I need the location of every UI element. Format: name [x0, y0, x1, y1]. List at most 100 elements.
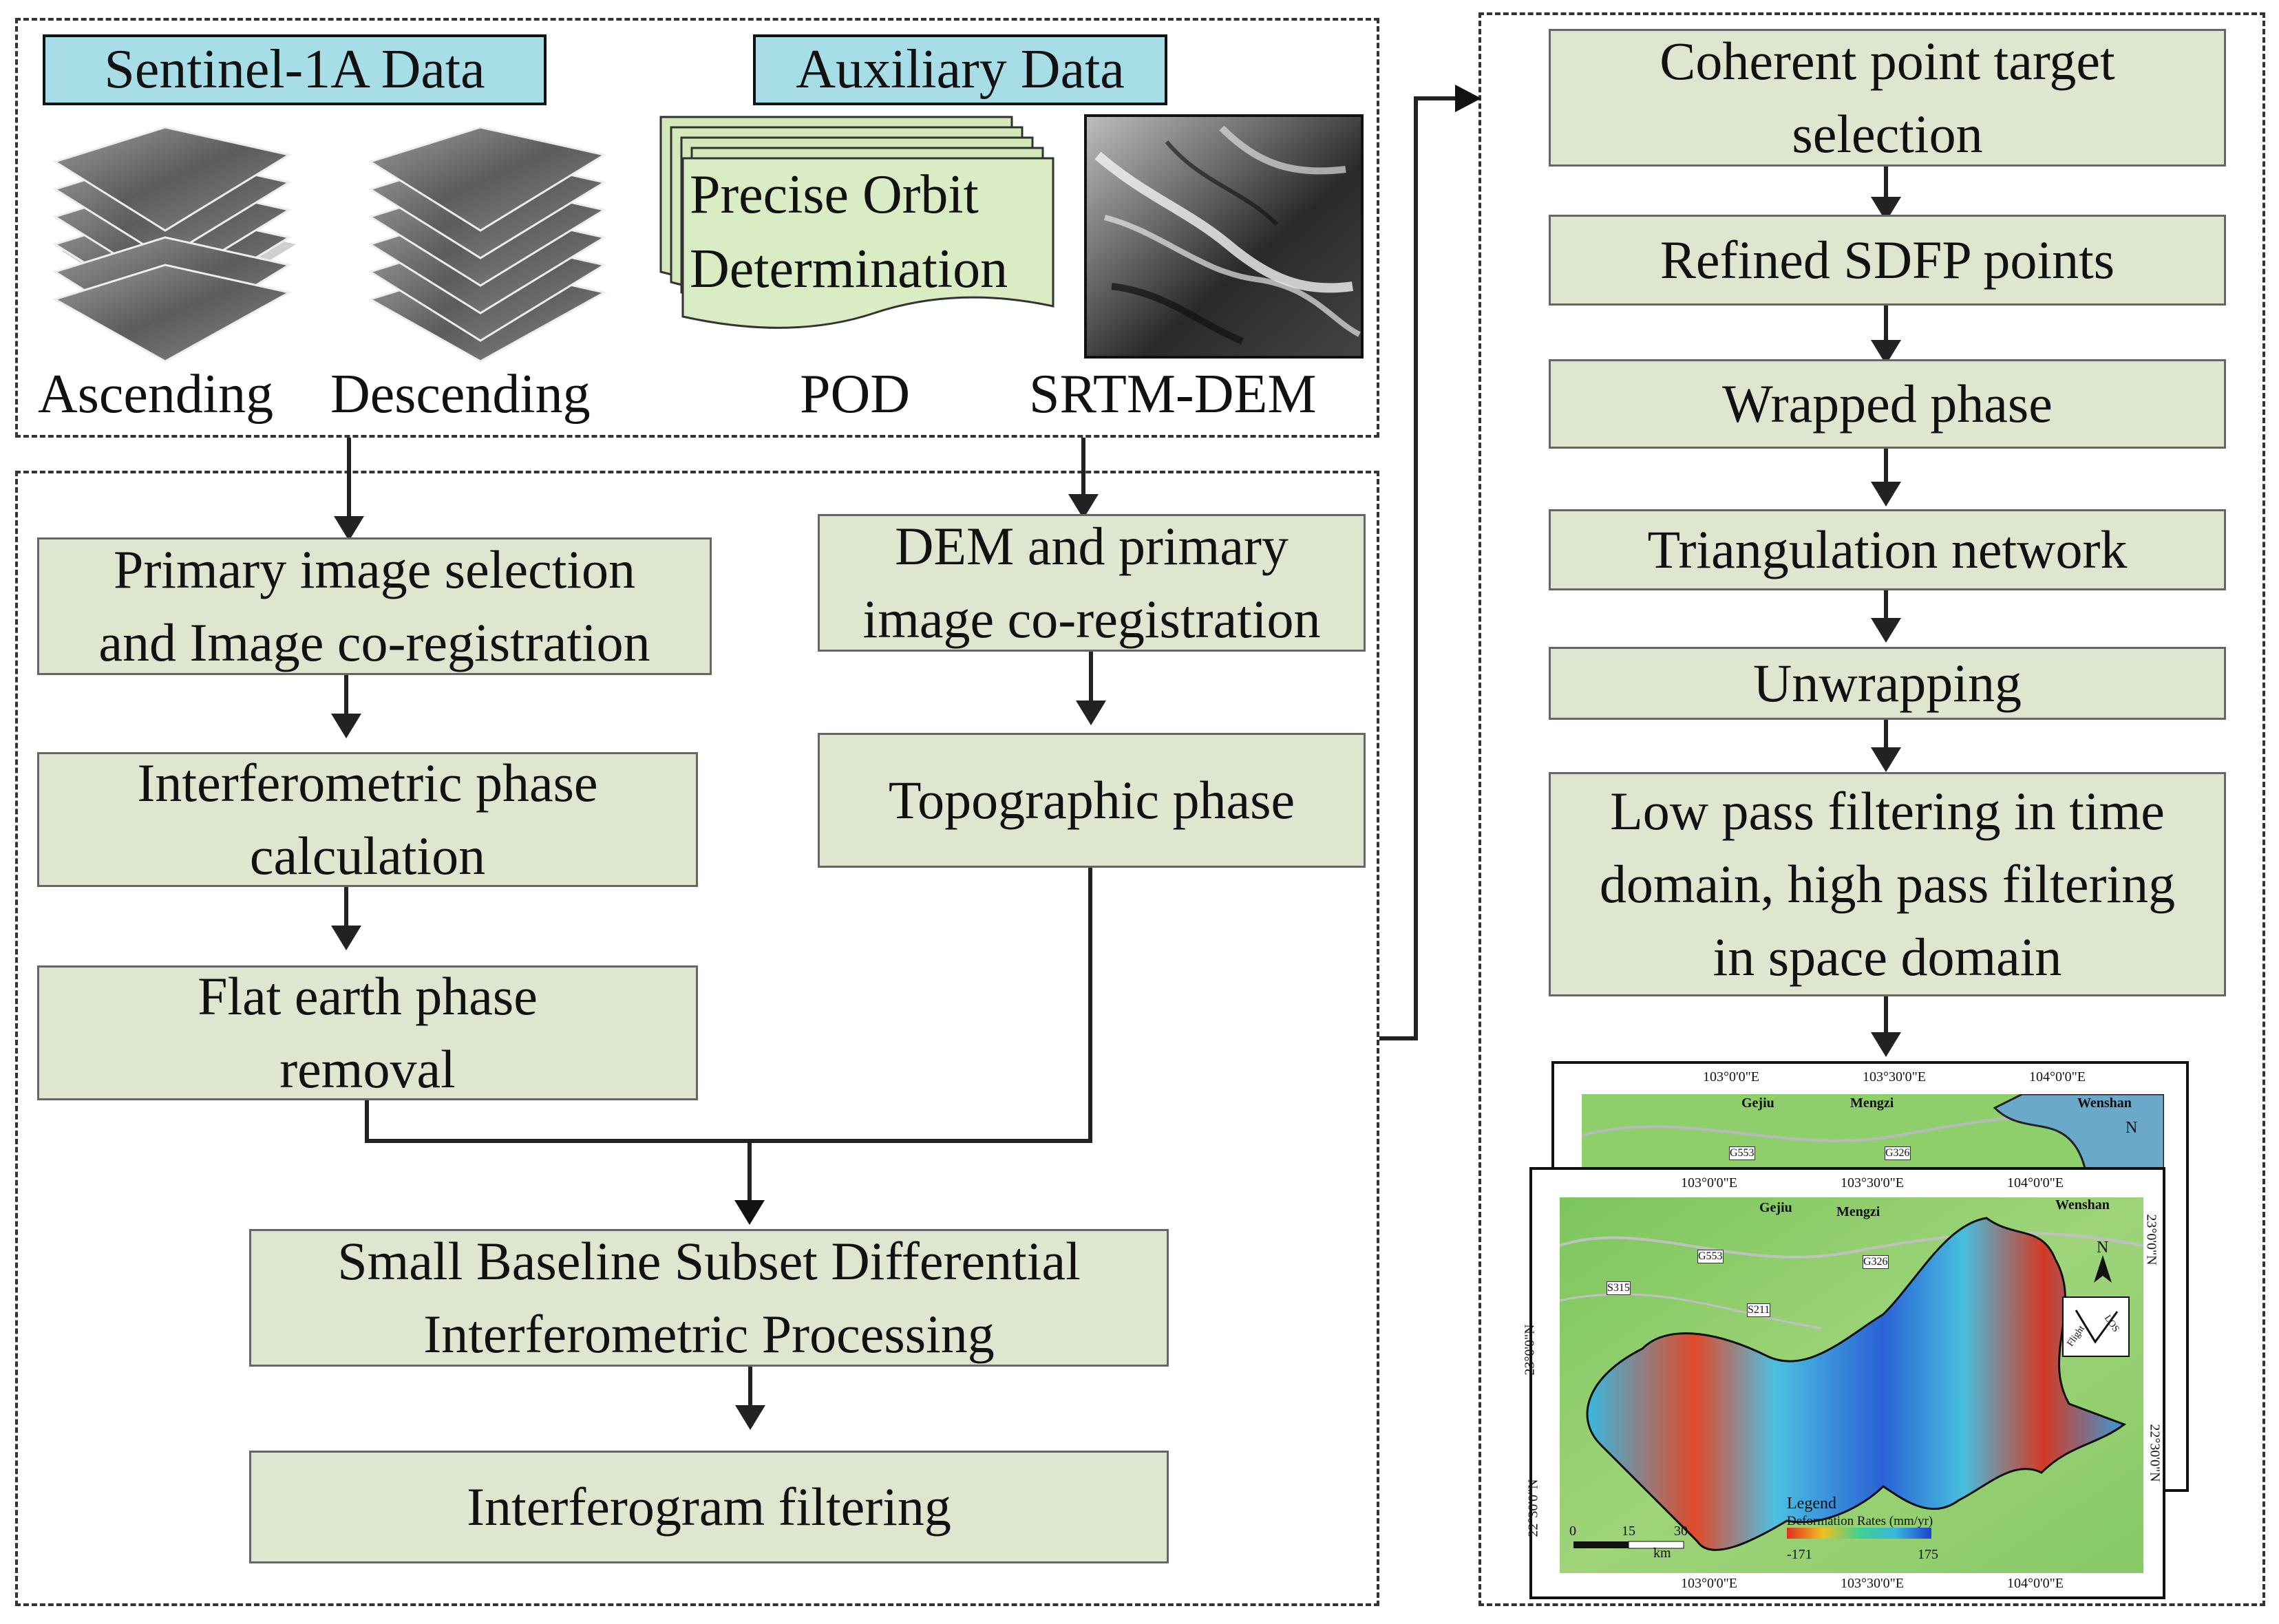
- flat-earth-removal-box: Flat earth phase removal: [37, 965, 698, 1100]
- scale-label-15: 15: [1622, 1524, 1635, 1539]
- road-g553: G553: [1729, 1146, 1755, 1160]
- input-data-group: [15, 18, 1379, 438]
- lon-tick-3-bottom: 104°0'0"E: [2007, 1576, 2064, 1591]
- srtm-dem-image: [1084, 114, 1364, 359]
- town-wenshan: Wenshan: [2077, 1096, 2132, 1111]
- wrapped-phase-box: Wrapped phase: [1549, 359, 2226, 449]
- coherent-line1: Coherent point target: [1660, 30, 2115, 91]
- arrow-head-icon: [334, 516, 364, 541]
- deformation-map-front: 103°0'0"E 103°30'0"E 104°0'0"E 103°0'0"E…: [1523, 1167, 2165, 1599]
- connector: [365, 1139, 1092, 1143]
- lon-tick-2: 103°30'0"E: [1841, 1175, 1904, 1190]
- interferometric-line2: calculation: [249, 826, 486, 886]
- town-wenshan: Wenshan: [2055, 1197, 2110, 1212]
- map-frame-front: [1560, 1197, 2143, 1573]
- road-s211: S211: [1747, 1303, 1771, 1317]
- connector: [1884, 996, 1888, 1036]
- pod-document-line1: Precise Orbit: [690, 164, 979, 225]
- town-gejiu: Gejiu: [1741, 1096, 1774, 1111]
- interferogram-filtering-box: Interferogram filtering: [249, 1451, 1169, 1563]
- wrapped-text: Wrapped phase: [1722, 373, 2053, 434]
- lon-tick-2: 103°30'0"E: [1863, 1069, 1926, 1085]
- coherent-line2: selection: [1792, 104, 1983, 164]
- lon-tick-1: 103°0'0"E: [1681, 1175, 1737, 1190]
- topographic-text: Topographic phase: [888, 769, 1295, 830]
- arrow-head-icon: [1068, 494, 1099, 519]
- descending-label: Descending: [330, 364, 591, 425]
- flat-earth-line1: Flat earth phase: [198, 965, 538, 1026]
- connector: [1414, 96, 1462, 100]
- scale-unit: km: [1653, 1546, 1671, 1561]
- flat-earth-line2: removal: [279, 1039, 456, 1099]
- legend-max: 175: [1918, 1547, 1938, 1562]
- pod-label: POD: [800, 364, 911, 425]
- north-arrow-label: N: [2126, 1119, 2138, 1137]
- sentinel-data-header: Sentinel-1A Data: [43, 34, 547, 105]
- auxiliary-data-header-text: Auxiliary Data: [796, 39, 1125, 100]
- town-mengzi: Mengzi: [1850, 1096, 1894, 1111]
- connector: [1884, 167, 1888, 201]
- connector: [1884, 720, 1888, 751]
- sar-layer: [52, 264, 293, 363]
- descending-image-stack: [368, 126, 608, 363]
- lat-tick-1-right: 23°0'0"N: [2143, 1214, 2159, 1265]
- lat-tick-2: 22°30'0"N: [1525, 1479, 1541, 1537]
- town-gejiu: Gejiu: [1759, 1200, 1792, 1215]
- auxiliary-data-header: Auxiliary Data: [753, 34, 1167, 105]
- connector: [344, 675, 348, 718]
- connector: [365, 1100, 369, 1143]
- lowpass-line3: in space domain: [1713, 927, 2062, 987]
- arrow-head-icon: [734, 1200, 765, 1225]
- lat-tick-1: 23°0'0"N: [1522, 1324, 1538, 1376]
- road-g553: G553: [1697, 1250, 1724, 1263]
- flight-los-arrows-icon: [2075, 1310, 2119, 1344]
- unwrapping-text: Unwrapping: [1753, 652, 2022, 713]
- arrow-head-icon: [331, 926, 361, 950]
- scale-label-30: 30: [1674, 1524, 1688, 1539]
- lon-tick-1: 103°0'0"E: [1703, 1069, 1759, 1085]
- lon-tick-3: 104°0'0"E: [2029, 1069, 2086, 1085]
- arrow-head-icon: [735, 1405, 765, 1430]
- pod-document-stack: [659, 116, 1054, 329]
- connector: [1884, 306, 1888, 344]
- refined-text: Refined SDFP points: [1660, 229, 2115, 290]
- pod-document-line2: Determination: [690, 239, 1008, 299]
- sar-layer: [52, 126, 292, 232]
- lon-tick-2-bottom: 103°30'0"E: [1841, 1576, 1904, 1591]
- connector: [1379, 1036, 1418, 1040]
- arrow-head-icon: [1871, 482, 1901, 506]
- scale-label-0: 0: [1569, 1524, 1576, 1539]
- primary-selection-line2: and Image co-registration: [98, 612, 650, 672]
- road-g326: G326: [1863, 1255, 1889, 1269]
- north-arrow-icon: [2094, 1255, 2112, 1283]
- legend-title: Legend: [1787, 1495, 1836, 1513]
- connector: [1414, 96, 1418, 1040]
- primary-selection-line1: Primary image selection: [113, 539, 636, 599]
- flight-los-box: Flight LOS: [2062, 1296, 2130, 1357]
- legend-subtitle: Deformation Rates (mm/yr): [1787, 1514, 1933, 1528]
- ascending-label: Ascending: [38, 364, 274, 425]
- road-s315: S315: [1607, 1281, 1631, 1295]
- interferometric-line1: Interferometric phase: [137, 752, 598, 813]
- arrow-head-icon: [1455, 85, 1481, 112]
- topographic-phase-box: Topographic phase: [818, 733, 1366, 868]
- north-arrow-label: N: [2097, 1239, 2109, 1257]
- ascending-image-stack: [52, 126, 296, 363]
- arrow-head-icon: [1871, 747, 1901, 772]
- connector: [344, 887, 348, 930]
- interferometric-phase-box: Interferometric phase calculation: [37, 752, 698, 887]
- connector: [1088, 868, 1092, 1143]
- lowpass-line1: Low pass filtering in time: [1610, 780, 2165, 841]
- sentinel-data-header-text: Sentinel-1A Data: [104, 39, 485, 100]
- sbas-line2: Interferometric Processing: [423, 1304, 995, 1364]
- arrow-head-icon: [1871, 618, 1901, 643]
- connector: [748, 1139, 752, 1204]
- sdfp-group: [1478, 12, 2265, 1606]
- arrow-head-icon: [1076, 701, 1106, 725]
- primary-image-selection-box: Primary image selection and Image co-regi…: [37, 537, 712, 675]
- connector: [347, 438, 351, 522]
- srtm-dem-label: SRTM-DEM: [1029, 364, 1317, 425]
